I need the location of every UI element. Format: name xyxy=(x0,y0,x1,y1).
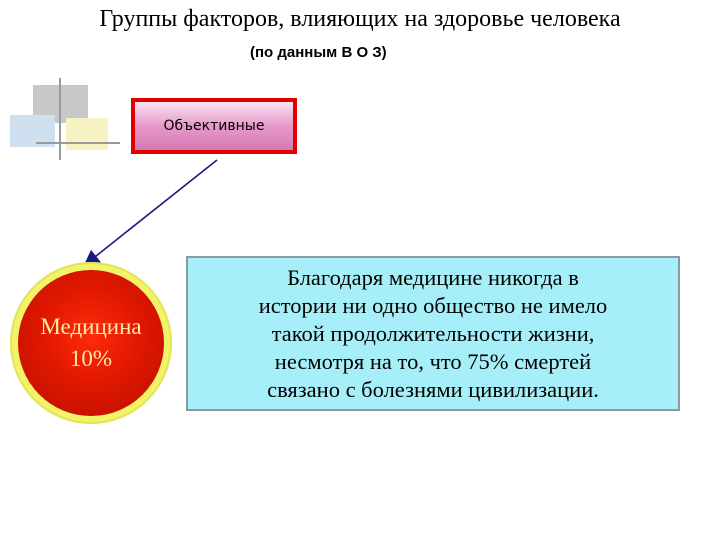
page-title: Группы факторов, влияющих на здоровье че… xyxy=(99,6,621,32)
page-subtitle: (по данным В О З) xyxy=(250,44,387,61)
info-line: Благодаря медицине никогда в xyxy=(287,264,579,290)
corner-decoration xyxy=(10,78,120,160)
factor-circle: Медицина 10% xyxy=(18,270,164,416)
info-line: такой продолжительности жизни, xyxy=(271,320,595,346)
objective-factors-label: Объективные xyxy=(163,118,265,134)
info-line: истории ни одно общество не имело xyxy=(258,292,608,318)
factor-percent: 10% xyxy=(69,346,113,371)
decor-square-blue xyxy=(10,115,55,147)
factor-name: Медицина xyxy=(40,314,142,339)
objective-factors-box: Объективные xyxy=(131,98,297,154)
info-line: связано с болезнями цивилизации. xyxy=(267,376,599,402)
info-box: Благодаря медицине никогда в истории ни … xyxy=(186,256,680,411)
info-line: несмотря на то, что 75% смертей xyxy=(274,348,592,374)
decor-square-yellow xyxy=(66,118,108,150)
arrow-line xyxy=(83,159,218,266)
